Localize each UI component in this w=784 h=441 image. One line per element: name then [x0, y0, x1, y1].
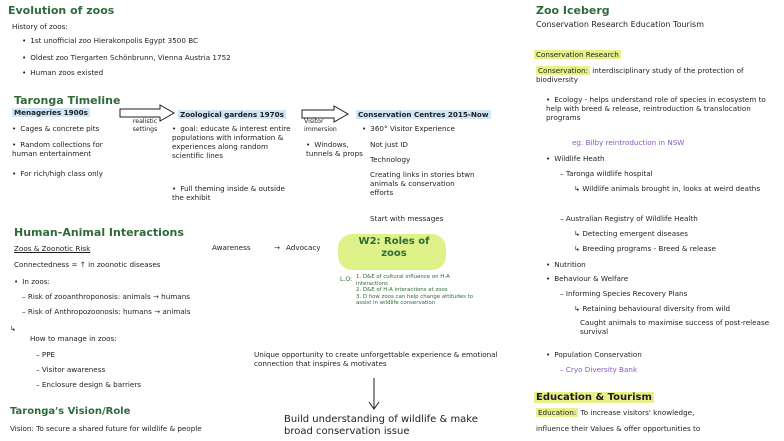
ecology-item: Ecology - helps understand role of speci… [546, 95, 776, 122]
list-item-text: Australian Registry of Wildlife Health [565, 214, 698, 223]
nutrition-item: Nutrition [546, 260, 585, 269]
list-item-text: Retaining behavioural diversity from wil… [582, 304, 731, 313]
education-text-1: To increase visitors' knowledge, [580, 408, 695, 417]
list-item: Cages & concrete pits [12, 124, 99, 133]
timeline-title: Taronga Timeline [14, 94, 121, 107]
vision-title: Taronga's Vision/Role [10, 406, 131, 417]
definition-label: Conservation: [536, 66, 590, 75]
list-item-text: Breeding programs - Breed & release [582, 244, 716, 253]
lo-item: 1. D&E of cultural influence on H-A inte… [356, 274, 450, 287]
arrow-icon [301, 105, 350, 123]
list-item: Human zoos existed [22, 68, 103, 77]
hai-title: Human-Animal Interactions [14, 226, 184, 239]
list-item: Creating links in stories btwn animals &… [370, 170, 475, 197]
cryo-item: – Cryo Diversity Bank [560, 365, 638, 374]
build-text: Build understanding of wildlife & make b… [284, 414, 478, 437]
lo-list: 1. D&E of cultural influence on H-A inte… [356, 274, 482, 307]
list-item: ↳ Breeding programs - Breed & release [574, 244, 716, 253]
manage-heading: How to manage in zoos: [30, 334, 117, 343]
list-item: – Australian Registry of Wildlife Health [560, 214, 698, 223]
list-item: goal: educate & interest entire populati… [172, 124, 298, 160]
arrow-icon [119, 104, 176, 122]
risk-item: – Risk of Anthropozoonosis: humans → ani… [22, 307, 191, 316]
list-item: ↳ Retaining behavioural diversity from w… [574, 304, 731, 313]
in-zoos-label: In zoos: [14, 277, 50, 286]
list-item-text: Detecting emergent diseases [582, 229, 689, 238]
conservation-research-heading: Conservation Research [534, 50, 621, 59]
list-item: Random collections for human entertainme… [12, 140, 122, 158]
list-item-text: Enclosure design & barriers [41, 380, 142, 389]
list-item: Start with messages [370, 214, 444, 223]
w2-title: W2: Roles of zoos [358, 236, 430, 259]
history-label: History of zoos: [12, 22, 68, 31]
list-item-text: Taronga wildlife hospital [565, 169, 653, 178]
list-item: Full theming inside & outside the exhibi… [172, 184, 298, 202]
list-item: Caught animals to maximise success of po… [580, 318, 770, 336]
w2-highlight [338, 234, 446, 270]
menageries-heading: Menageries 1900s [12, 108, 90, 117]
list-item: – Visitor awareness [36, 365, 106, 374]
health-item: Wildlife Heath [546, 154, 604, 163]
education-text-2: influence their Values & offer opportuni… [536, 424, 701, 433]
education-label: Education: [536, 408, 579, 417]
down-arrow-icon [368, 378, 380, 410]
list-item-text: Wildlife animals brought in, looks at we… [582, 184, 761, 193]
education-title: Education & Tourism [534, 392, 654, 403]
population-item: Population Conservation [546, 350, 642, 359]
lo-item: 2. D&E of H-A interactions at zoos [356, 287, 448, 293]
hai-subtitle: Zoos & Zoonotic Risk [14, 244, 91, 253]
list-item: 1st unofficial zoo Hierakonpolis Egypt 3… [22, 36, 198, 45]
list-item: Technology [370, 155, 411, 164]
unique-text: Unique opportunity to create unforgettab… [254, 350, 498, 368]
list-item: – Informing Species Recovery Plans [560, 289, 688, 298]
list-item: Oldest zoo Tiergarten Schönbrunn, Vienna… [22, 53, 230, 62]
welfare-item: Behaviour & Welfare [546, 274, 628, 283]
list-item: ↳ Detecting emergent diseases [574, 229, 689, 238]
definition-text: interdisciplinary study of the protectio… [536, 66, 744, 84]
list-item-text: Visitor awareness [41, 365, 106, 374]
cryo-text: Cryo Diversity Bank [565, 365, 638, 374]
risk-item: – Risk of zooanthroponosis: animals → hu… [22, 292, 190, 301]
evolution-title: Evolution of zoos [8, 4, 115, 17]
zoological-gardens-heading: Zoological gardens 1970s [178, 110, 286, 119]
list-item-text: PPE [41, 350, 56, 359]
eg-link: eg. Bilby reintroduction in NSW [572, 138, 685, 147]
conservation-definition: Conservation: interdisciplinary study of… [536, 66, 776, 84]
arrow-label: realistic settings [132, 118, 158, 133]
iceberg-categories: Conservation Research Education Tourism [536, 20, 705, 29]
risk-text: Risk of zooanthroponosis: animals → huma… [27, 292, 190, 301]
list-item: For rich/high class only [12, 169, 103, 178]
education-title-text: Education & Tourism [534, 392, 654, 403]
list-item: ↳ Wildlife animals brought in, looks at … [574, 184, 761, 193]
list-item-text: Informing Species Recovery Plans [565, 289, 688, 298]
list-item: – PPE [36, 350, 56, 359]
conservation-centres-heading: Conservation Centres 2015-Now [356, 110, 491, 119]
education-text: Education: To increase visitors' knowled… [536, 408, 694, 417]
list-item: – Enclosure design & barriers [36, 380, 142, 389]
arrow-icon: ↳ [10, 324, 17, 333]
connectedness-text: Connectedness = ↑ in zoonotic diseases [14, 260, 161, 269]
advocacy-label: Advocacy [286, 243, 321, 252]
lo-item: 3. D how zoos can help change attitudes … [356, 293, 474, 307]
list-item: 360° Visitor Experience [362, 124, 455, 133]
awareness-label: Awareness [212, 243, 251, 252]
list-item: – Taronga wildlife hospital [560, 169, 653, 178]
iceberg-title: Zoo Iceberg [536, 4, 610, 17]
arrow-label: Visitor immersion [304, 118, 337, 133]
arrow-icon: → [274, 243, 281, 252]
vision-text: Vision: To secure a shared future for wi… [10, 424, 202, 433]
list-item: Not just ID [370, 140, 408, 149]
lo-label: L.O: [340, 276, 353, 283]
list-item: Windows, tunnels & props [306, 140, 364, 158]
risk-text: Risk of Anthropozoonosis: humans → anima… [27, 307, 191, 316]
